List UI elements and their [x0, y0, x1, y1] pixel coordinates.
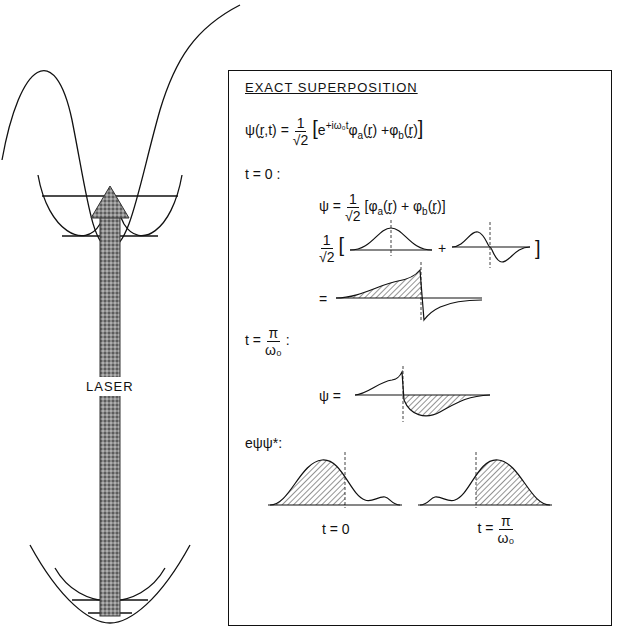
formula-line: ψ =1√2[φa(r̰) + φb(r̰)]	[319, 191, 446, 224]
laser-shaft	[100, 216, 120, 616]
formula-text: t =	[478, 520, 494, 536]
center-line	[345, 452, 346, 508]
formula-text: φ	[389, 122, 398, 138]
formula-line: +	[438, 240, 446, 257]
baseline	[336, 297, 482, 298]
formula-text: b	[398, 130, 404, 141]
formula-text: ψ =	[319, 388, 341, 404]
formula-line: t =πω₀	[478, 513, 519, 546]
center-line	[476, 452, 477, 508]
formula-text: (r̰) +	[363, 122, 389, 138]
fraction: 1√2	[317, 232, 336, 265]
laser-head	[91, 186, 129, 218]
formula-line: ]	[535, 236, 541, 260]
formula-line: 1√2[	[315, 232, 344, 265]
formula-text: eψψ*:	[245, 435, 282, 451]
formula-line: ψ(r̰,t) =1√2[e+iω₀tφa(r̰) +φb(r̰)]	[245, 115, 423, 148]
formula-text: [	[312, 117, 318, 139]
denominator: √2	[291, 132, 310, 148]
formula-text: t = 0 :	[245, 166, 280, 182]
numerator: 1	[295, 115, 307, 132]
laser-arrow	[91, 186, 129, 616]
formula-line: ψ =	[319, 388, 341, 405]
denominator: ω₀	[263, 342, 284, 358]
formula-text: [	[338, 234, 344, 256]
formula-text: e	[318, 122, 326, 138]
sum-wave	[355, 372, 490, 416]
formula-line: EXACT SUPERPOSITION	[245, 79, 418, 96]
fraction: πω₀	[495, 513, 516, 546]
numerator: 1	[347, 191, 359, 208]
fraction: 1√2	[291, 115, 310, 148]
formula-text: a	[358, 130, 364, 141]
formula-text: =	[319, 291, 327, 307]
baseline	[418, 504, 552, 505]
formula-text: a	[378, 206, 384, 217]
odd-wave	[452, 232, 530, 262]
wave-sketches	[268, 220, 552, 508]
formula-text: ]	[535, 237, 541, 259]
density-curve	[420, 460, 550, 505]
baseline	[268, 504, 402, 505]
text-box: EXACT SUPERPOSITIONψ(r̰,t) =1√2[e+iω₀tφa…	[228, 70, 612, 626]
sum-wave	[336, 270, 482, 320]
formula-text: [φ	[365, 198, 378, 214]
formula-text: t =	[245, 332, 261, 348]
hatched-area	[342, 270, 421, 298]
center-line	[421, 262, 422, 322]
formula-text: ψ =	[319, 198, 341, 214]
formula-line: t = 0 :	[245, 166, 280, 183]
formula-line: eψψ*:	[245, 435, 282, 452]
denominator: √2	[343, 208, 362, 224]
center-line	[490, 222, 491, 268]
fraction: πω₀	[263, 325, 284, 358]
denominator: ω₀	[495, 530, 516, 546]
formula-line: t =πω₀:	[245, 325, 290, 358]
formula-text: t = 0	[322, 521, 350, 537]
hatched-area	[270, 460, 345, 505]
fraction: 1√2	[343, 191, 362, 224]
formula-text: (r̰)	[404, 122, 418, 138]
formula-text: :	[286, 332, 290, 348]
formula-text: +	[438, 240, 446, 256]
formula-line: =	[319, 291, 327, 308]
density-curve	[270, 460, 400, 505]
heading: EXACT SUPERPOSITION	[245, 80, 418, 95]
formula-text: +iω₀t	[326, 120, 349, 131]
potential-wells	[2, 5, 240, 623]
numerator: π	[267, 325, 281, 342]
hatched-area	[476, 460, 550, 505]
formula-text: (r̰)]	[428, 198, 446, 214]
formula-text: ψ(r̰,t) =	[245, 122, 289, 138]
formula-text: φ	[348, 122, 357, 138]
center-line	[403, 366, 404, 422]
formula-line: t = 0	[322, 521, 350, 538]
denominator: √2	[317, 249, 336, 265]
numerator: 1	[321, 232, 333, 249]
formula-text: (r̰) + φ	[383, 198, 422, 214]
numerator: π	[499, 513, 513, 530]
baseline	[355, 394, 490, 395]
formula-text: b	[422, 206, 428, 217]
laser-label: LASER	[83, 377, 137, 396]
upper-potential-curve	[2, 5, 240, 248]
formula-text: ]	[418, 117, 424, 139]
center-line	[391, 220, 392, 256]
